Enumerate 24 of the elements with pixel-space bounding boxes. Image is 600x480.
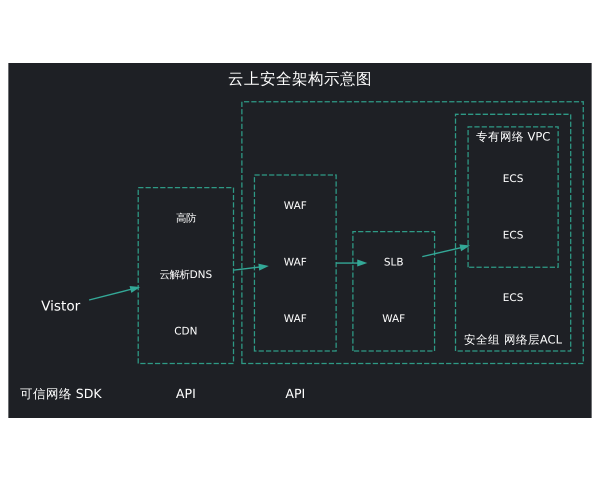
node-text: Vistor bbox=[41, 298, 80, 314]
label: API bbox=[176, 386, 196, 401]
node-text: ECS bbox=[502, 228, 524, 241]
cluster bbox=[241, 100, 584, 364]
arrow bbox=[233, 263, 269, 270]
node-text: 高防 bbox=[176, 212, 196, 224]
arrow bbox=[88, 286, 140, 300]
label: 可信网络 SDK bbox=[20, 386, 102, 401]
node-text: 云解析DNS bbox=[160, 268, 212, 281]
node-text: WAF bbox=[382, 312, 406, 325]
node-text: ECS bbox=[502, 292, 524, 304]
node-text: CDN bbox=[174, 325, 198, 338]
diagram-title: 云上安全架构示意图 bbox=[228, 68, 372, 88]
node-text: WAF bbox=[284, 200, 307, 212]
node-text: SLB bbox=[384, 256, 404, 268]
arrow bbox=[336, 259, 368, 266]
label: API bbox=[285, 386, 306, 401]
cluster bbox=[138, 186, 234, 364]
cluster bbox=[352, 230, 436, 352]
node-text: WAF bbox=[284, 256, 307, 268]
cluster bbox=[254, 174, 337, 352]
node-text: ECS bbox=[502, 172, 524, 184]
node-text: WAF bbox=[284, 312, 307, 325]
arrow bbox=[422, 244, 470, 257]
